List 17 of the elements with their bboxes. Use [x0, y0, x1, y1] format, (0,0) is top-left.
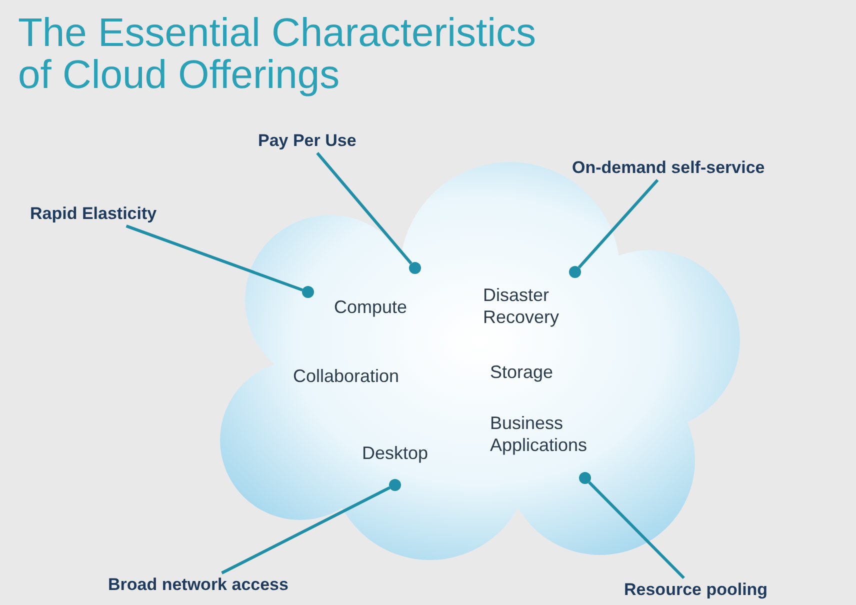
leader-line: [588, 481, 685, 580]
callout-label: Broad network access: [108, 575, 288, 595]
callout-label: Resource pooling: [624, 580, 768, 600]
service-label: Business Applications: [490, 412, 588, 456]
leader-line: [221, 486, 390, 574]
leader-line: [578, 179, 659, 268]
service-label: Desktop: [362, 442, 430, 464]
callout-label: Pay Per Use: [258, 131, 356, 151]
leader-line: [316, 152, 412, 264]
service-label: Disaster Recovery: [483, 284, 560, 328]
service-label: Collaboration: [293, 365, 400, 387]
title: The Essential Characteristics of Cloud Offerings: [18, 12, 537, 96]
callout-label: On-demand self-service: [572, 158, 765, 178]
service-label: Compute: [334, 296, 408, 318]
leader-line: [126, 224, 303, 292]
callout-label: Rapid Elasticity: [30, 204, 157, 224]
service-label: Storage: [490, 361, 554, 383]
